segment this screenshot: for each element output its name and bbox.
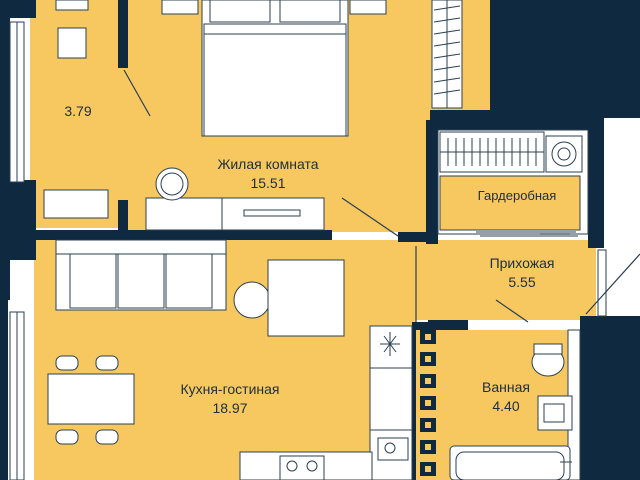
- wall-mid-horizontal: [30, 230, 332, 240]
- wall-mid-horizontal-right: [398, 232, 438, 242]
- coffee-table: [233, 259, 345, 337]
- hallway-name: Прихожая: [489, 255, 555, 271]
- kitchen-living-area: 18.97: [212, 400, 248, 416]
- living-room-label: Жилая комната 15.51: [198, 155, 338, 193]
- hallway-area: 5.55: [508, 274, 536, 290]
- washing-machine: [545, 135, 583, 173]
- sofa: [55, 239, 227, 311]
- wall-right-upper-join: [430, 110, 604, 132]
- wardrobe-label: Гардеробная: [456, 186, 578, 205]
- kitchen-living-label: Кухня-гостиная 18.97: [160, 380, 300, 418]
- balcony-area: 3.79: [64, 103, 92, 119]
- living-room-name: Жилая комната: [217, 156, 319, 172]
- wall-balcony-divider-low: [118, 200, 128, 230]
- bathroom-area: 4.40: [492, 398, 520, 414]
- wall-wardrobe-left: [426, 120, 438, 244]
- wall-right-side: [588, 118, 604, 248]
- door-swings: [123, 69, 640, 323]
- living-room-area: 15.51: [250, 175, 286, 191]
- double-bed: [161, 0, 387, 137]
- dining-set: [47, 355, 135, 445]
- kitchen-living-name: Кухня-гостиная: [180, 381, 280, 397]
- wall-bath-top: [428, 320, 468, 330]
- ventilation-shaft: [416, 330, 440, 480]
- wall-left-top: [0, 0, 10, 300]
- bathroom-label: Ванная 4.40: [472, 378, 540, 416]
- wardrobe-name: Гардеробная: [477, 188, 557, 203]
- wall-right-upper: [490, 0, 640, 118]
- shelf-stripes: [433, 5, 461, 95]
- kitchen-units: [239, 325, 413, 480]
- wall-right-lower: [580, 316, 640, 480]
- window-right-bottom: [597, 249, 607, 317]
- desk-set: [145, 167, 325, 231]
- balcony-label: 3.79: [52, 102, 104, 121]
- wall-balcony-divider: [118, 0, 128, 68]
- balcony-furniture: [43, 0, 109, 219]
- wall-left-block: [6, 180, 36, 260]
- bathroom-name: Ванная: [482, 379, 530, 395]
- wall-left-bottom: [0, 300, 8, 480]
- bathroom-fixtures: [449, 329, 581, 480]
- hallway-label: Прихожая 5.55: [472, 254, 572, 292]
- wall-top-left: [6, 0, 36, 18]
- wardrobe-closet: [437, 129, 589, 237]
